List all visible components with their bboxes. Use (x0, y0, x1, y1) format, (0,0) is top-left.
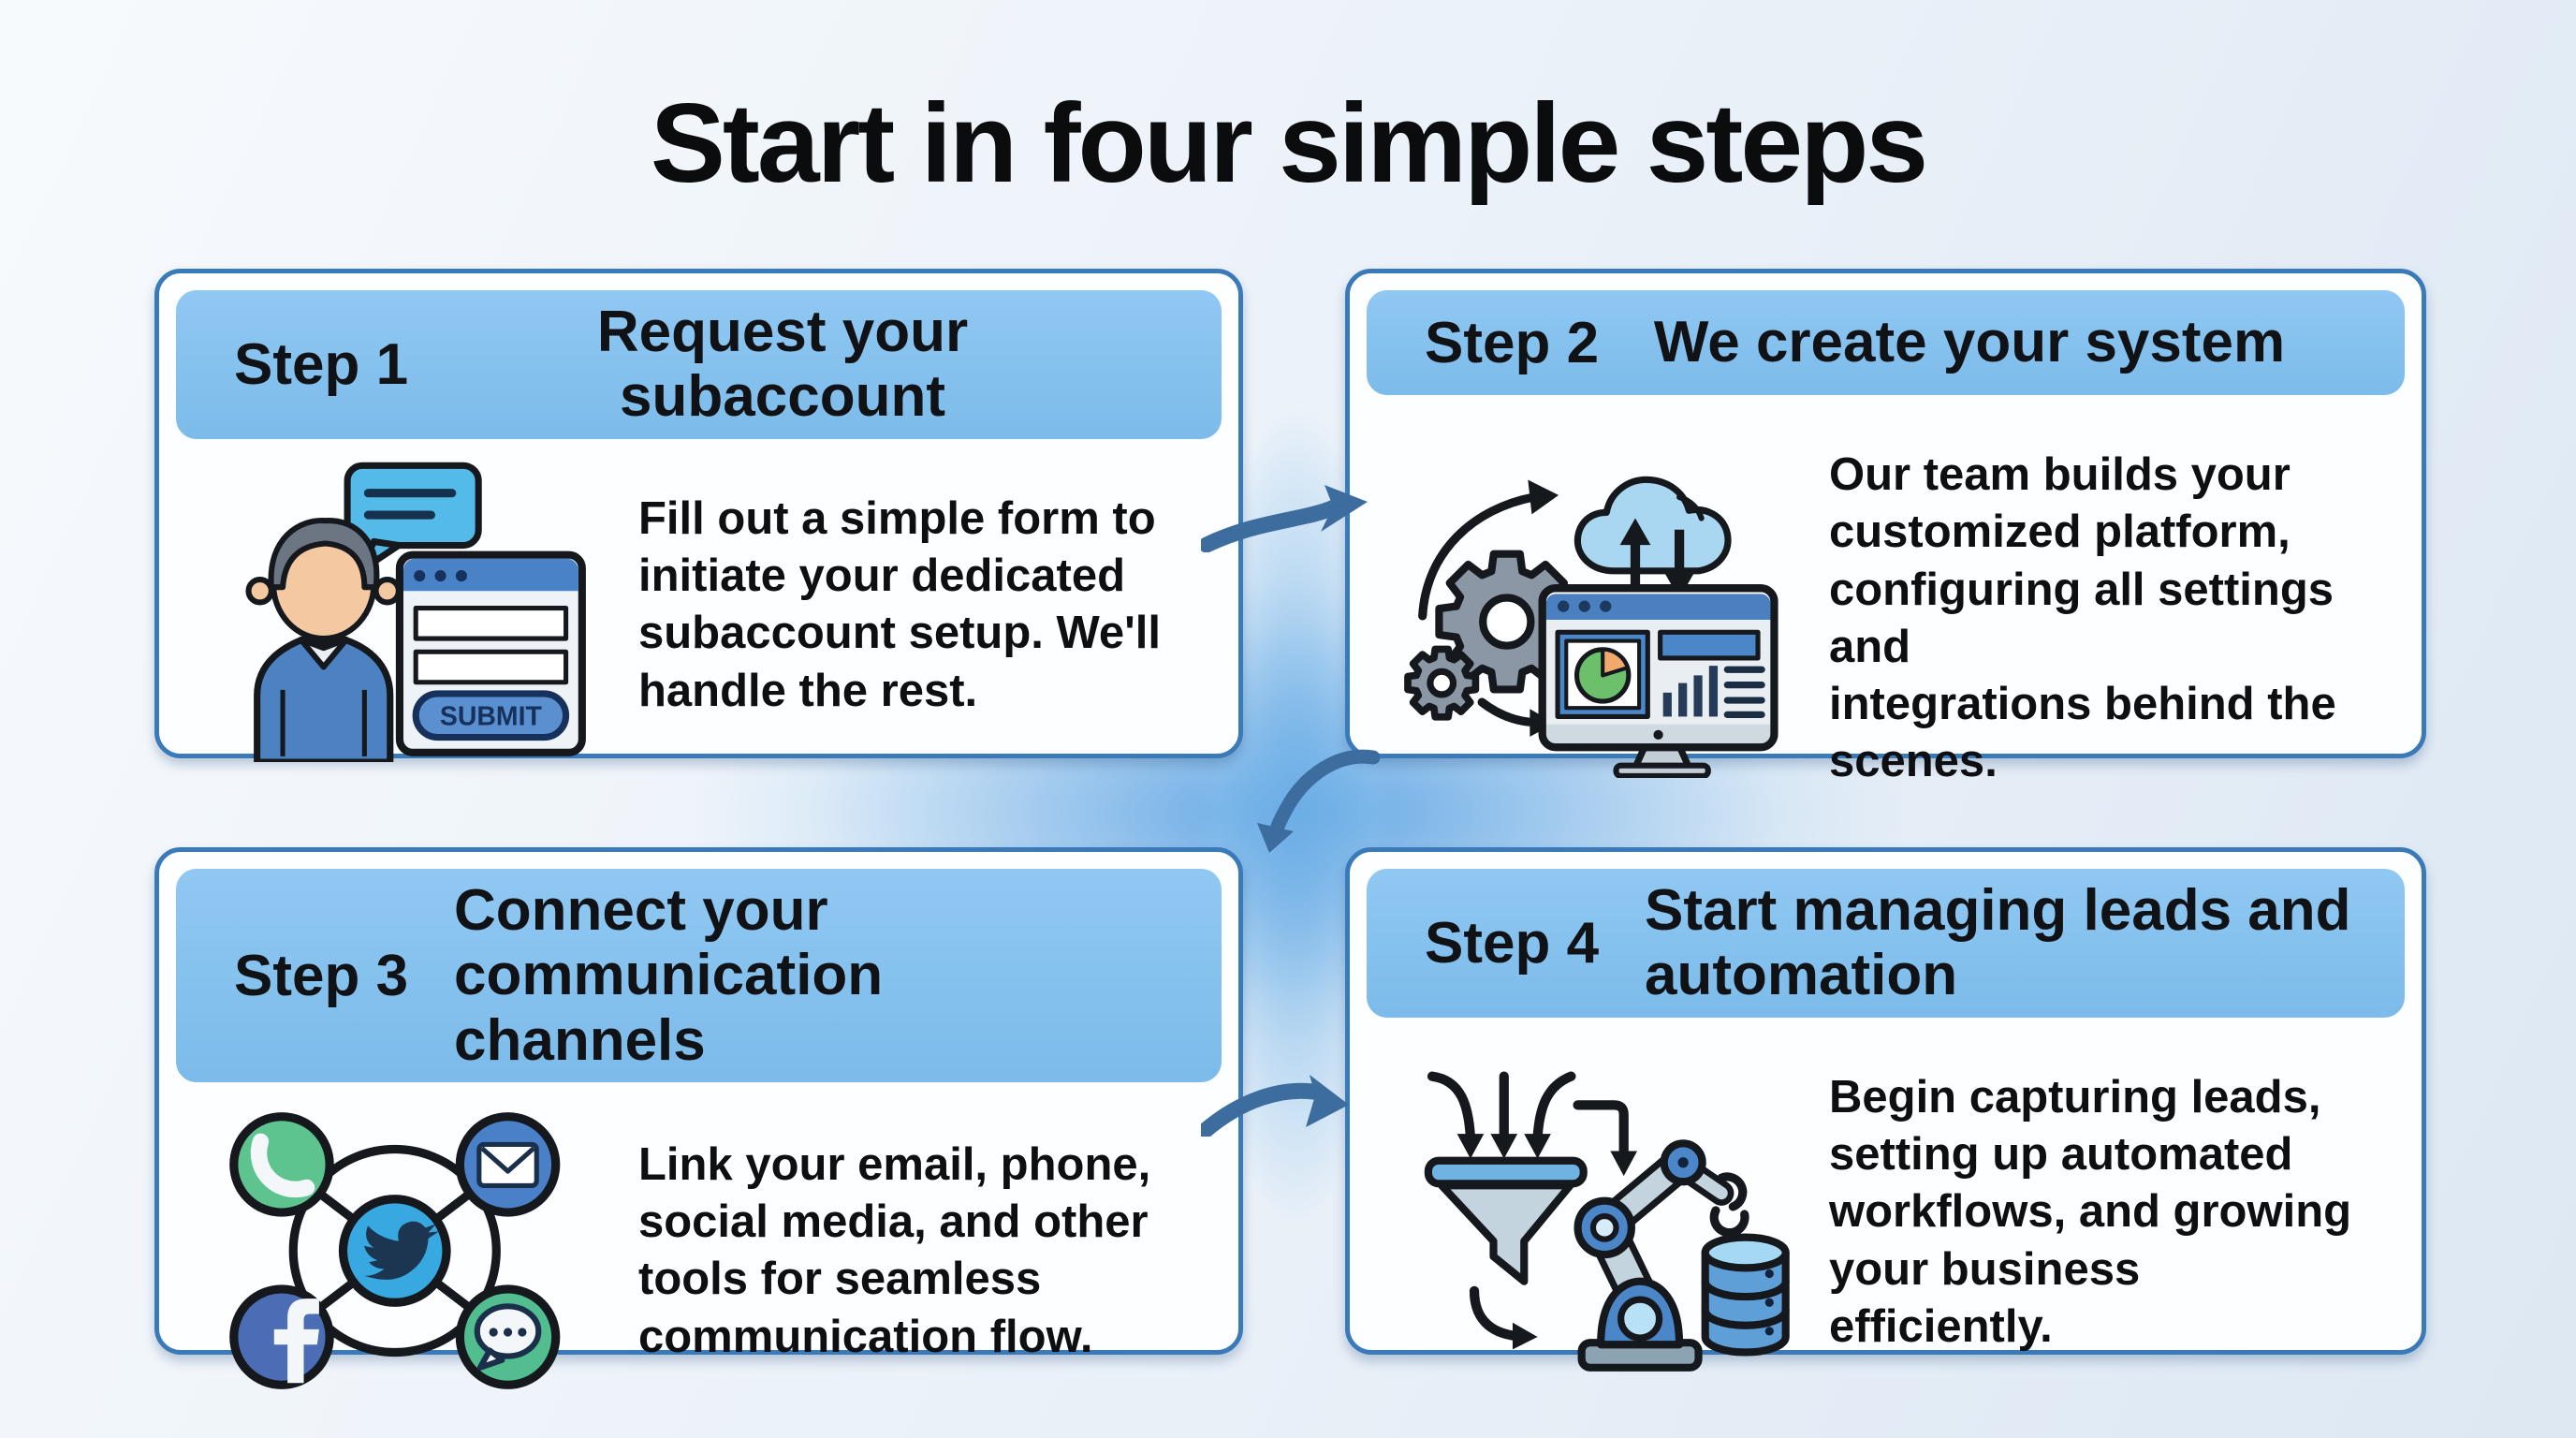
gear-icon (1408, 553, 1574, 716)
flow-arrow-icon (1469, 1285, 1522, 1342)
speech-bubble-icon (344, 462, 482, 576)
person-chat-form-icon: SUBMIT (195, 448, 614, 762)
cloud-gears-monitor-icon (1385, 460, 1805, 778)
page-title: Start in four simple steps (650, 81, 1928, 206)
cycle-arrow-icon (1418, 492, 1539, 726)
step-3-body: Link your email, phone, social media, an… (176, 1082, 1222, 1423)
step-card-1: Step 1 Request your subaccount (154, 269, 1243, 762)
robot-arm-icon (1573, 1139, 1749, 1372)
chat-bubble-icon (455, 1284, 561, 1390)
arrow-step2-to-step3 (1257, 749, 1381, 853)
step-3-label: Step 3 (234, 943, 409, 1008)
lead-arrows-icon (1427, 1071, 1629, 1160)
svg-text:SUBMIT: SUBMIT (440, 701, 543, 731)
step-3-title: Connect your communication channels (454, 878, 884, 1073)
step-4-description: Begin capturing leads, setting up automa… (1829, 1071, 2352, 1352)
text-lines-icon (1723, 666, 1765, 718)
person-icon (245, 517, 402, 762)
database-icon (1701, 1233, 1790, 1357)
step-3-header: Step 3 Connect your communication channe… (176, 869, 1222, 1083)
step-4-body: Begin capturing leads, setting up automa… (1367, 1018, 2405, 1411)
step-2-body: Our team builds your customized platform… (1367, 395, 2405, 846)
step-1-header: Step 1 Request your subaccount (176, 290, 1222, 439)
twitter-icon (338, 1195, 451, 1308)
step-card-4: Step 4 Start managing leads and automati… (1345, 847, 2426, 1372)
form-window-icon: SUBMIT (395, 550, 586, 756)
bar-chart-icon (1662, 665, 1719, 717)
step-1-description: Fill out a simple form to initiate your … (638, 492, 1161, 716)
step-1-body: SUBMIT Fill out a simple form to initiat… (176, 439, 1222, 775)
step-3-description: Link your email, phone, social media, an… (638, 1138, 1151, 1362)
facebook-icon (229, 1284, 334, 1390)
step-2-title: We create your system (1653, 310, 2286, 375)
step-1-title: Request your subaccount (596, 300, 969, 430)
phone-icon (229, 1112, 334, 1217)
step-1-label: Step 1 (234, 331, 409, 397)
step-4-label: Step 4 (1425, 910, 1600, 976)
communication-network-icon (195, 1088, 614, 1414)
email-icon (455, 1112, 561, 1217)
cloud-sync-icon (1573, 476, 1732, 599)
funnel-robot-database-icon (1385, 1049, 1805, 1375)
monitor-dashboard-icon (1538, 583, 1778, 778)
step-2-description: Our team builds your customized platform… (1829, 449, 2336, 787)
form-input-row (413, 649, 569, 685)
step-2-header: Step 2 We create your system (1367, 290, 2405, 395)
step-4-title: Start managing leads and automation (1645, 878, 2351, 1008)
step-2-label: Step 2 (1425, 310, 1600, 375)
step-4-header: Step 4 Start managing leads and automati… (1367, 869, 2405, 1018)
funnel-icon (1424, 1156, 1588, 1285)
step-card-2: Step 2 We create your system (1345, 269, 2426, 786)
submit-button: SUBMIT (412, 690, 570, 741)
arrow-step1-to-step2 (1201, 485, 1368, 552)
network-ring (288, 1145, 501, 1357)
step-card-3: Step 3 Connect your communication channe… (154, 847, 1243, 1390)
form-input-row (413, 605, 569, 641)
arrow-step3-to-step4 (1201, 1075, 1349, 1137)
